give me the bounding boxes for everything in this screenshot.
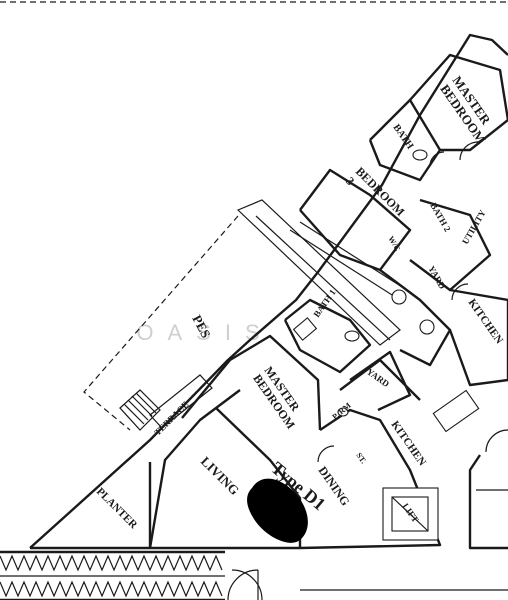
svg-text:PLANTER: PLANTER — [94, 486, 140, 532]
kitchen-right-label: KITCHEN — [466, 297, 506, 346]
living-label: LIVING — [198, 454, 242, 498]
fixtures — [292, 141, 480, 541]
terrace-stairs — [119, 374, 213, 431]
redaction-blob — [247, 478, 308, 543]
yard-mid-label: YARD — [365, 366, 392, 389]
svg-text:BEDROOM 3: BEDROOM 3 — [343, 164, 410, 231]
yard-top-label: YARD — [426, 264, 447, 291]
svg-text:KITCHEN: KITCHEN — [466, 297, 506, 346]
watermark-text: OASIS — [136, 320, 273, 345]
store-label: ST. — [354, 451, 368, 465]
wc-label: W/C — [386, 235, 402, 254]
svg-text:ST.: ST. — [354, 451, 368, 465]
svg-text:YARD: YARD — [365, 366, 392, 389]
adjacent-unit — [468, 429, 508, 550]
svg-text:BATH 2: BATH 2 — [428, 201, 453, 234]
room-labels: MASTER BEDROOM BATH BEDROOM 3 BATH 2 UTI… — [94, 73, 505, 532]
svg-text:TERRACE: TERRACE — [152, 399, 190, 437]
bath-2-label: BATH 2 — [428, 201, 453, 234]
terrace-label: TERRACE — [152, 399, 190, 437]
svg-text:YARD: YARD — [426, 264, 447, 291]
planter-label: PLANTER — [94, 486, 140, 532]
svg-text:MASTER BEDROOM: MASTER BEDROOM — [250, 364, 309, 432]
svg-text:LIVING: LIVING — [198, 454, 242, 498]
building-walls — [0, 1, 508, 550]
svg-text:MASTER BEDROOM: MASTER BEDROOM — [437, 73, 501, 146]
corridor-hatch — [0, 550, 508, 600]
svg-text:W/C: W/C — [386, 235, 402, 254]
